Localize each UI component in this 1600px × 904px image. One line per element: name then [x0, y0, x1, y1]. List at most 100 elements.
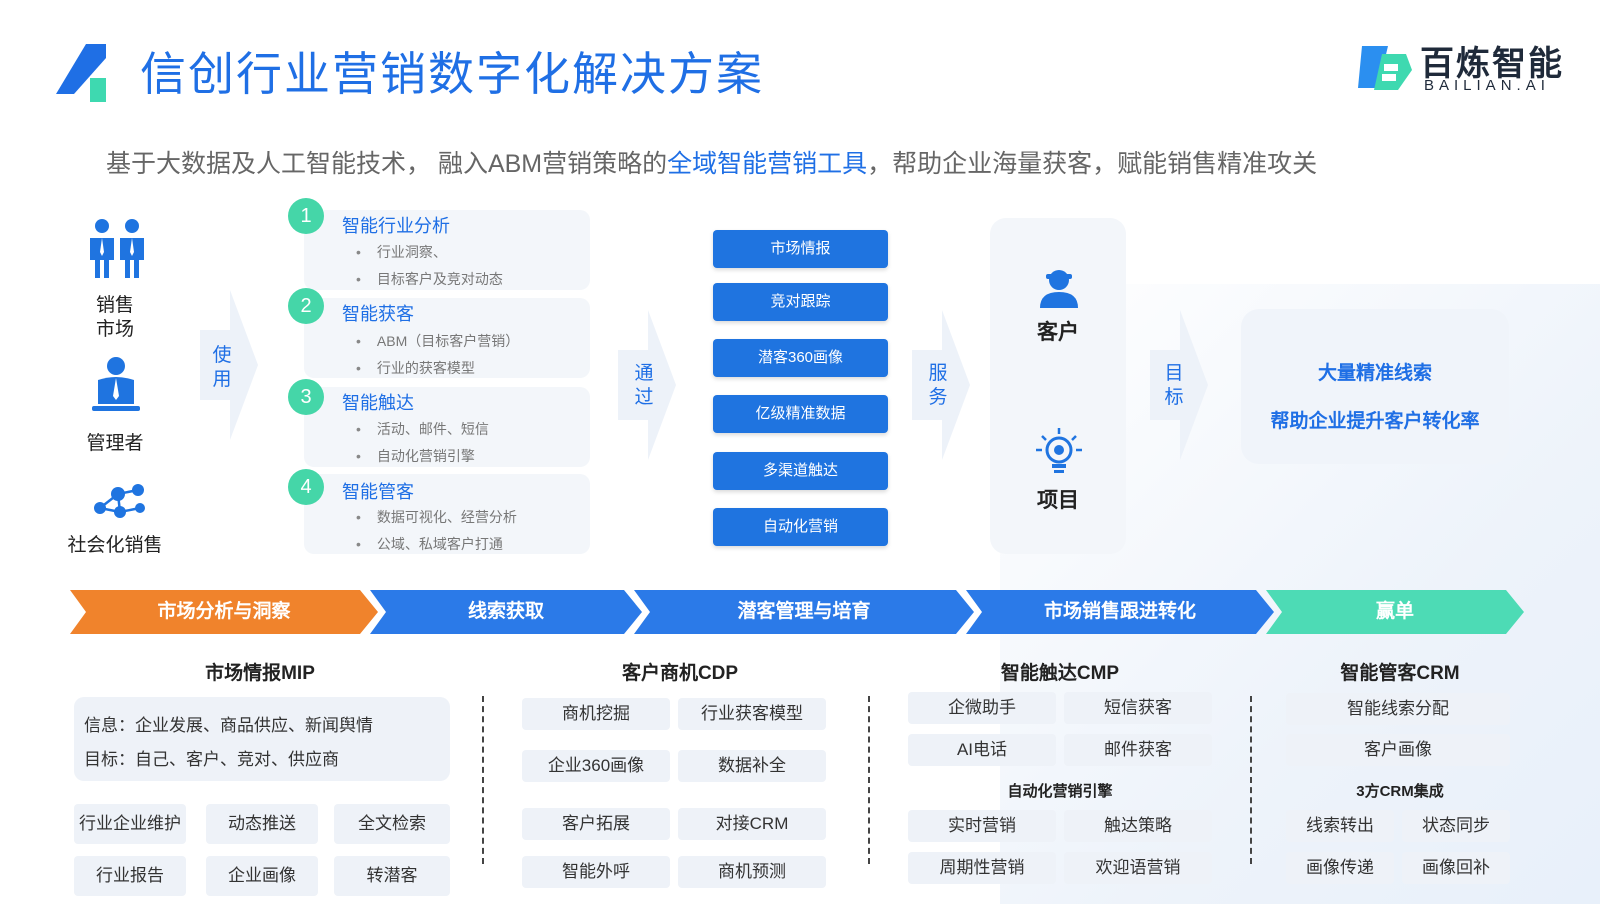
capability-item: ABM（目标客户营销）	[356, 331, 519, 351]
stage-market-analysis: 市场分析与洞察	[70, 590, 378, 634]
flow-label-goal-text: 目标	[1164, 363, 1184, 408]
mip-chip: 全文检索	[334, 804, 450, 844]
brand-logo-icon	[1358, 46, 1412, 90]
capability-number-4: 4	[288, 469, 324, 505]
service-prospect-360: 潜客360画像	[713, 339, 888, 377]
mip-chip: 行业报告	[74, 856, 186, 896]
mip-chip: 企业画像	[206, 856, 318, 896]
crm-chip: 线索转出	[1286, 810, 1394, 842]
cmp-chip: 实时营销	[908, 810, 1056, 842]
stage-label: 线索获取	[467, 601, 544, 622]
cmp-subheading: 自动化营销引擎	[1007, 783, 1113, 800]
module-title-cmp: 智能触达CMP	[1000, 663, 1120, 684]
cdp-chip: 客户拓展	[522, 808, 670, 840]
stage-prospect-nurturing: 潜客管理与培育	[634, 590, 974, 634]
flow-label-via: 通过	[632, 362, 656, 410]
divider	[1250, 696, 1252, 864]
crm-chip: 画像回补	[1402, 852, 1510, 884]
mip-chip: 动态推送	[206, 804, 318, 844]
mip-info-box: 信息：企业发展、商品供应、新闻舆情 目标：自己、客户、竞对、供应商	[74, 697, 450, 781]
cdp-chip: 行业获客模型	[678, 698, 826, 730]
customer-icon	[1040, 270, 1078, 308]
flow-arrow-use	[200, 290, 258, 440]
module-title-mip: 市场情报MIP	[205, 663, 315, 684]
mip-chip: 转潜客	[334, 856, 450, 896]
divider	[482, 696, 484, 864]
goal-card	[1241, 309, 1509, 464]
role-manager: 管理者	[86, 433, 144, 454]
mip-info-line: 目标：自己、客户、竞对、供应商	[84, 750, 339, 769]
subtitle-pre: 基于大数据及人工智能技术， 融入ABM营销策略的	[106, 150, 668, 178]
brand-name: 百炼智能	[1420, 45, 1564, 83]
flow-label-goal: 目标	[1162, 362, 1186, 410]
crm-subheading: 3方CRM集成	[1356, 783, 1444, 800]
flow-label-serve-text: 服务	[928, 363, 948, 408]
role-social-sales: 社会化销售	[67, 535, 163, 556]
subtitle-highlight: 全域智能营销工具	[667, 150, 868, 178]
cdp-chip: 智能外呼	[522, 856, 670, 888]
capability-number-2: 2	[288, 288, 324, 324]
capability-item: 活动、邮件、短信	[356, 419, 489, 439]
service-multichannel: 多渠道触达	[713, 452, 888, 490]
capability-number-3: 3	[288, 379, 324, 415]
cmp-chip: 周期性营销	[908, 852, 1056, 884]
flow-label-serve: 服务	[926, 362, 950, 410]
crm-chip: 客户画像	[1286, 734, 1510, 766]
target-customer: 客户	[1037, 321, 1079, 344]
capability-item: 数据可视化、经营分析	[356, 507, 517, 527]
service-market-intel: 市场情报	[713, 230, 888, 268]
module-title-cdp: 客户商机CDP	[621, 663, 739, 684]
cmp-chip: 短信获客	[1064, 692, 1212, 724]
manager-icon	[92, 357, 140, 411]
flow-label-use-text: 使用	[212, 345, 232, 390]
service-precise-data: 亿级精准数据	[713, 395, 888, 433]
capability-item: 行业的获客模型	[356, 358, 475, 378]
module-title-crm: 智能管客CRM	[1340, 663, 1460, 684]
stage-win: 赢单	[1266, 590, 1524, 634]
crm-chip: 状态同步	[1402, 810, 1510, 842]
stage-label: 市场销售跟进转化	[1043, 601, 1196, 622]
flow-arrow-via	[618, 310, 676, 460]
page-title: 信创行业营销数字化解决方案	[140, 48, 764, 100]
cmp-chip: 触达策略	[1064, 810, 1212, 842]
crm-chip: 画像传递	[1286, 852, 1394, 884]
title-logo-icon	[56, 44, 106, 102]
capability-title-3: 智能触达	[342, 393, 414, 413]
stage-lead-acquisition: 线索获取	[370, 590, 642, 634]
service-automation: 自动化营销	[713, 508, 888, 546]
target-project: 项目	[1037, 489, 1079, 512]
flow-arrow-serve	[912, 310, 970, 460]
stage-sales-conversion: 市场销售跟进转化	[966, 590, 1274, 634]
mip-info-line: 信息：企业发展、商品供应、新闻舆情	[84, 716, 373, 735]
salespeople-icon	[90, 219, 144, 278]
capability-item: 目标客户及竞对动态	[356, 269, 503, 289]
capability-title-4: 智能管客	[342, 482, 414, 502]
capability-item: 行业洞察、	[356, 242, 447, 262]
network-icon	[94, 484, 145, 518]
cmp-chip: 欢迎语营销	[1064, 852, 1212, 884]
project-icon	[1036, 428, 1082, 473]
cdp-chip: 商机预测	[678, 856, 826, 888]
service-competitor-tracking: 竞对跟踪	[713, 283, 888, 321]
cdp-chip: 商机挖掘	[522, 698, 670, 730]
cmp-chip: 邮件获客	[1064, 734, 1212, 766]
cdp-chip: 企业360画像	[522, 750, 670, 782]
flow-label-via-text: 通过	[634, 363, 654, 408]
capability-item: 自动化营销引擎	[356, 446, 475, 466]
capability-number-1: 1	[288, 198, 324, 234]
cdp-chip: 数据补全	[678, 750, 826, 782]
stage-label: 潜客管理与培育	[737, 601, 871, 622]
stage-label: 市场分析与洞察	[157, 601, 291, 622]
goal-conversion: 帮助企业提升客户转化率	[1270, 411, 1480, 432]
cmp-chip: AI电话	[908, 734, 1056, 766]
flow-arrow-goal	[1150, 310, 1208, 460]
capability-title-1: 智能行业分析	[342, 216, 450, 236]
role-sales-marketing: 销售 市场	[95, 295, 134, 340]
cdp-chip: 对接CRM	[678, 808, 826, 840]
cmp-chip: 企微助手	[908, 692, 1056, 724]
capability-item: 公域、私域客户打通	[356, 534, 503, 554]
flow-label-use: 使用	[210, 344, 234, 392]
goal-leads: 大量精准线索	[1317, 363, 1432, 384]
mip-chip: 行业企业维护	[74, 804, 186, 844]
subtitle-post: ，帮助企业海量获客，赋能销售精准攻关	[867, 150, 1318, 178]
